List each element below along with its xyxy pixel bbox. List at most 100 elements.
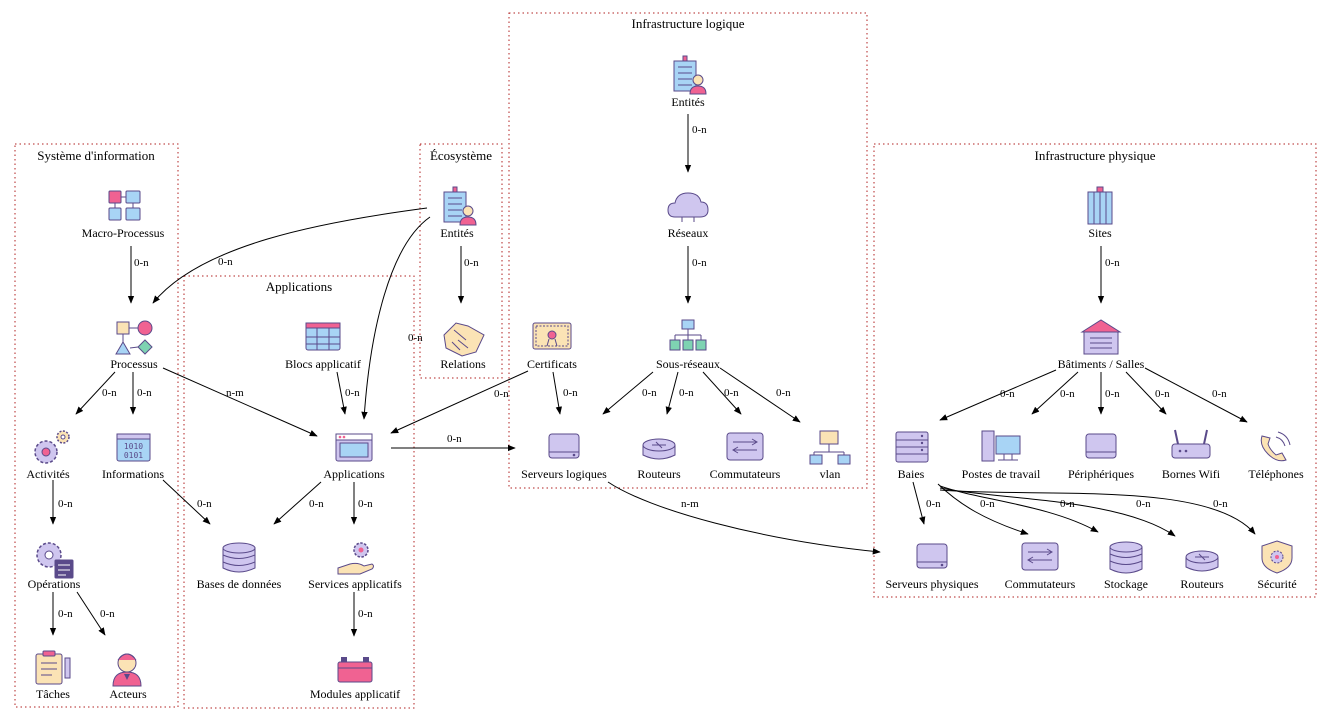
node-activites[interactable]: Activités: [26, 430, 70, 481]
svg-text:1010: 1010: [124, 442, 143, 451]
node-label: Stockage: [1104, 577, 1148, 591]
node-stockage[interactable]: Stockage: [1104, 541, 1148, 591]
node-label: Sites: [1088, 226, 1112, 240]
node-modules-applicatif[interactable]: Modules applicatif: [310, 657, 400, 701]
edge-label: 0-n: [1105, 388, 1120, 400]
node-postes-de-travail[interactable]: Postes de travail: [962, 430, 1041, 481]
workstation-icon: [981, 430, 1021, 462]
node-macro-processus[interactable]: Macro-Processus: [82, 190, 165, 240]
node-reseaux[interactable]: Réseaux: [667, 192, 709, 240]
flowchart-icon: [108, 190, 141, 221]
node-sites[interactable]: Sites: [1087, 186, 1113, 240]
cluster-ecosysteme: Écosystème: [419, 143, 503, 379]
node-taches[interactable]: Tâches: [35, 650, 71, 701]
node-services-applicatifs[interactable]: Services applicatifs: [308, 542, 402, 591]
node-label: Serveurs logiques: [521, 467, 607, 481]
node-ecosysteme-entites[interactable]: Entités: [440, 186, 477, 240]
node-routeurs-logiques[interactable]: Routeurs: [637, 438, 681, 481]
node-relations[interactable]: Relations: [440, 322, 486, 371]
edge-label: 0-n: [345, 387, 360, 399]
node-processus[interactable]: Processus: [110, 320, 158, 371]
node-label: Réseaux: [668, 226, 709, 240]
cluster-title: Écosystème: [430, 148, 492, 163]
node-commutateurs-logiques[interactable]: Commutateurs: [710, 432, 781, 481]
clipboard-pen-icon: [35, 650, 71, 685]
node-label: Modules applicatif: [310, 687, 400, 701]
edge-label: 0-n: [1000, 388, 1015, 400]
edge-certificats-applications: [390, 370, 529, 434]
network-tree-icon: [669, 319, 707, 351]
node-label: Applications: [323, 467, 385, 481]
edge-batiments-baies: [939, 369, 1057, 421]
node-blocs-applicatif[interactable]: Blocs applicatif: [285, 322, 361, 371]
edge-applications-bdd: [273, 481, 322, 525]
router-icon: [1185, 550, 1219, 572]
rack-icon: [895, 431, 929, 463]
edge-processus-applications: [162, 367, 318, 437]
edge-label: 0-n: [137, 387, 152, 399]
node-operations[interactable]: Opérations: [28, 542, 81, 591]
edge-certificats-serveurs-logiques: [552, 371, 562, 415]
cluster-title: Système d'information: [37, 148, 155, 163]
edge-label: 0-n: [447, 433, 462, 445]
node-label: Périphériques: [1068, 467, 1134, 481]
edge-label: 0-n: [358, 608, 373, 620]
shield-gear-icon: [1261, 540, 1293, 574]
edge-label: 0-n: [692, 124, 707, 136]
node-informations[interactable]: 1010 0101 Informations: [102, 433, 164, 481]
node-label: vlan: [820, 467, 841, 481]
node-sous-reseaux[interactable]: Sous-réseaux: [656, 319, 720, 371]
hand-gear-icon: [337, 542, 374, 575]
edge-label: 0-n: [134, 257, 149, 269]
certificate-icon: [532, 322, 572, 350]
switch-icon: [1021, 542, 1059, 571]
cluster-applications: Applications: [183, 275, 415, 709]
edge-operations-acteurs: [76, 591, 106, 636]
node-label: Commutateurs: [1005, 577, 1076, 591]
node-peripheriques[interactable]: Périphériques: [1068, 433, 1134, 481]
cluster-infrastructure-logique: Infrastructure logique: [508, 12, 868, 489]
node-batiments-salles[interactable]: Bâtiments / Salles: [1058, 319, 1145, 371]
node-bases-de-donnees[interactable]: Bases de données: [197, 542, 282, 591]
node-commutateurs-physiques[interactable]: Commutateurs: [1005, 542, 1076, 591]
edge-label: 0-n: [102, 387, 117, 399]
node-label: Tâches: [36, 687, 70, 701]
switch-icon: [726, 432, 764, 461]
edge-batiments-telephones: [1144, 367, 1248, 423]
node-acteurs[interactable]: Acteurs: [109, 653, 147, 701]
node-routeurs-physiques[interactable]: Routeurs: [1180, 550, 1224, 591]
node-applications[interactable]: Applications: [323, 433, 385, 481]
node-label: Blocs applicatif: [285, 357, 361, 371]
edge-label: 0-n: [494, 388, 509, 400]
node-label: Baies: [898, 467, 925, 481]
edge-serveurs-logiques-physiques: [607, 481, 881, 555]
edge-label: 0-n: [218, 256, 233, 268]
node-label: Routeurs: [637, 467, 681, 481]
router-icon: [642, 438, 676, 460]
device-icon: [1085, 433, 1117, 459]
cluster-systeme-information: Système d'information: [14, 143, 179, 708]
node-vlan[interactable]: vlan: [809, 430, 851, 481]
svg-text:0101: 0101: [124, 451, 143, 460]
vlan-icon: [809, 430, 851, 465]
edge-label: 0-n: [100, 608, 115, 620]
edge-label: 0-n: [58, 498, 73, 510]
database-icon: [222, 542, 256, 573]
cluster-title: Infrastructure physique: [1035, 148, 1156, 163]
edge-label: n-m: [681, 498, 699, 510]
node-bornes-wifi[interactable]: Bornes Wifi: [1162, 429, 1221, 481]
node-label: Acteurs: [109, 687, 147, 701]
node-certificats[interactable]: Certificats: [527, 322, 577, 371]
node-securite[interactable]: Sécurité: [1257, 540, 1297, 591]
node-baies[interactable]: Baies: [895, 431, 929, 481]
gears-icon: [34, 430, 70, 464]
node-telephones[interactable]: Téléphones: [1248, 431, 1304, 481]
edge-label: 0-n: [408, 332, 423, 344]
node-serveurs-physiques[interactable]: Serveurs physiques: [886, 543, 979, 591]
node-serveurs-logiques[interactable]: Serveurs logiques: [521, 433, 607, 481]
node-label: Relations: [440, 357, 486, 371]
edge-baies-serveurs-physiques: [912, 481, 926, 525]
edge-blocs-applications: [336, 371, 347, 415]
node-logique-entites[interactable]: Entités: [671, 55, 707, 109]
